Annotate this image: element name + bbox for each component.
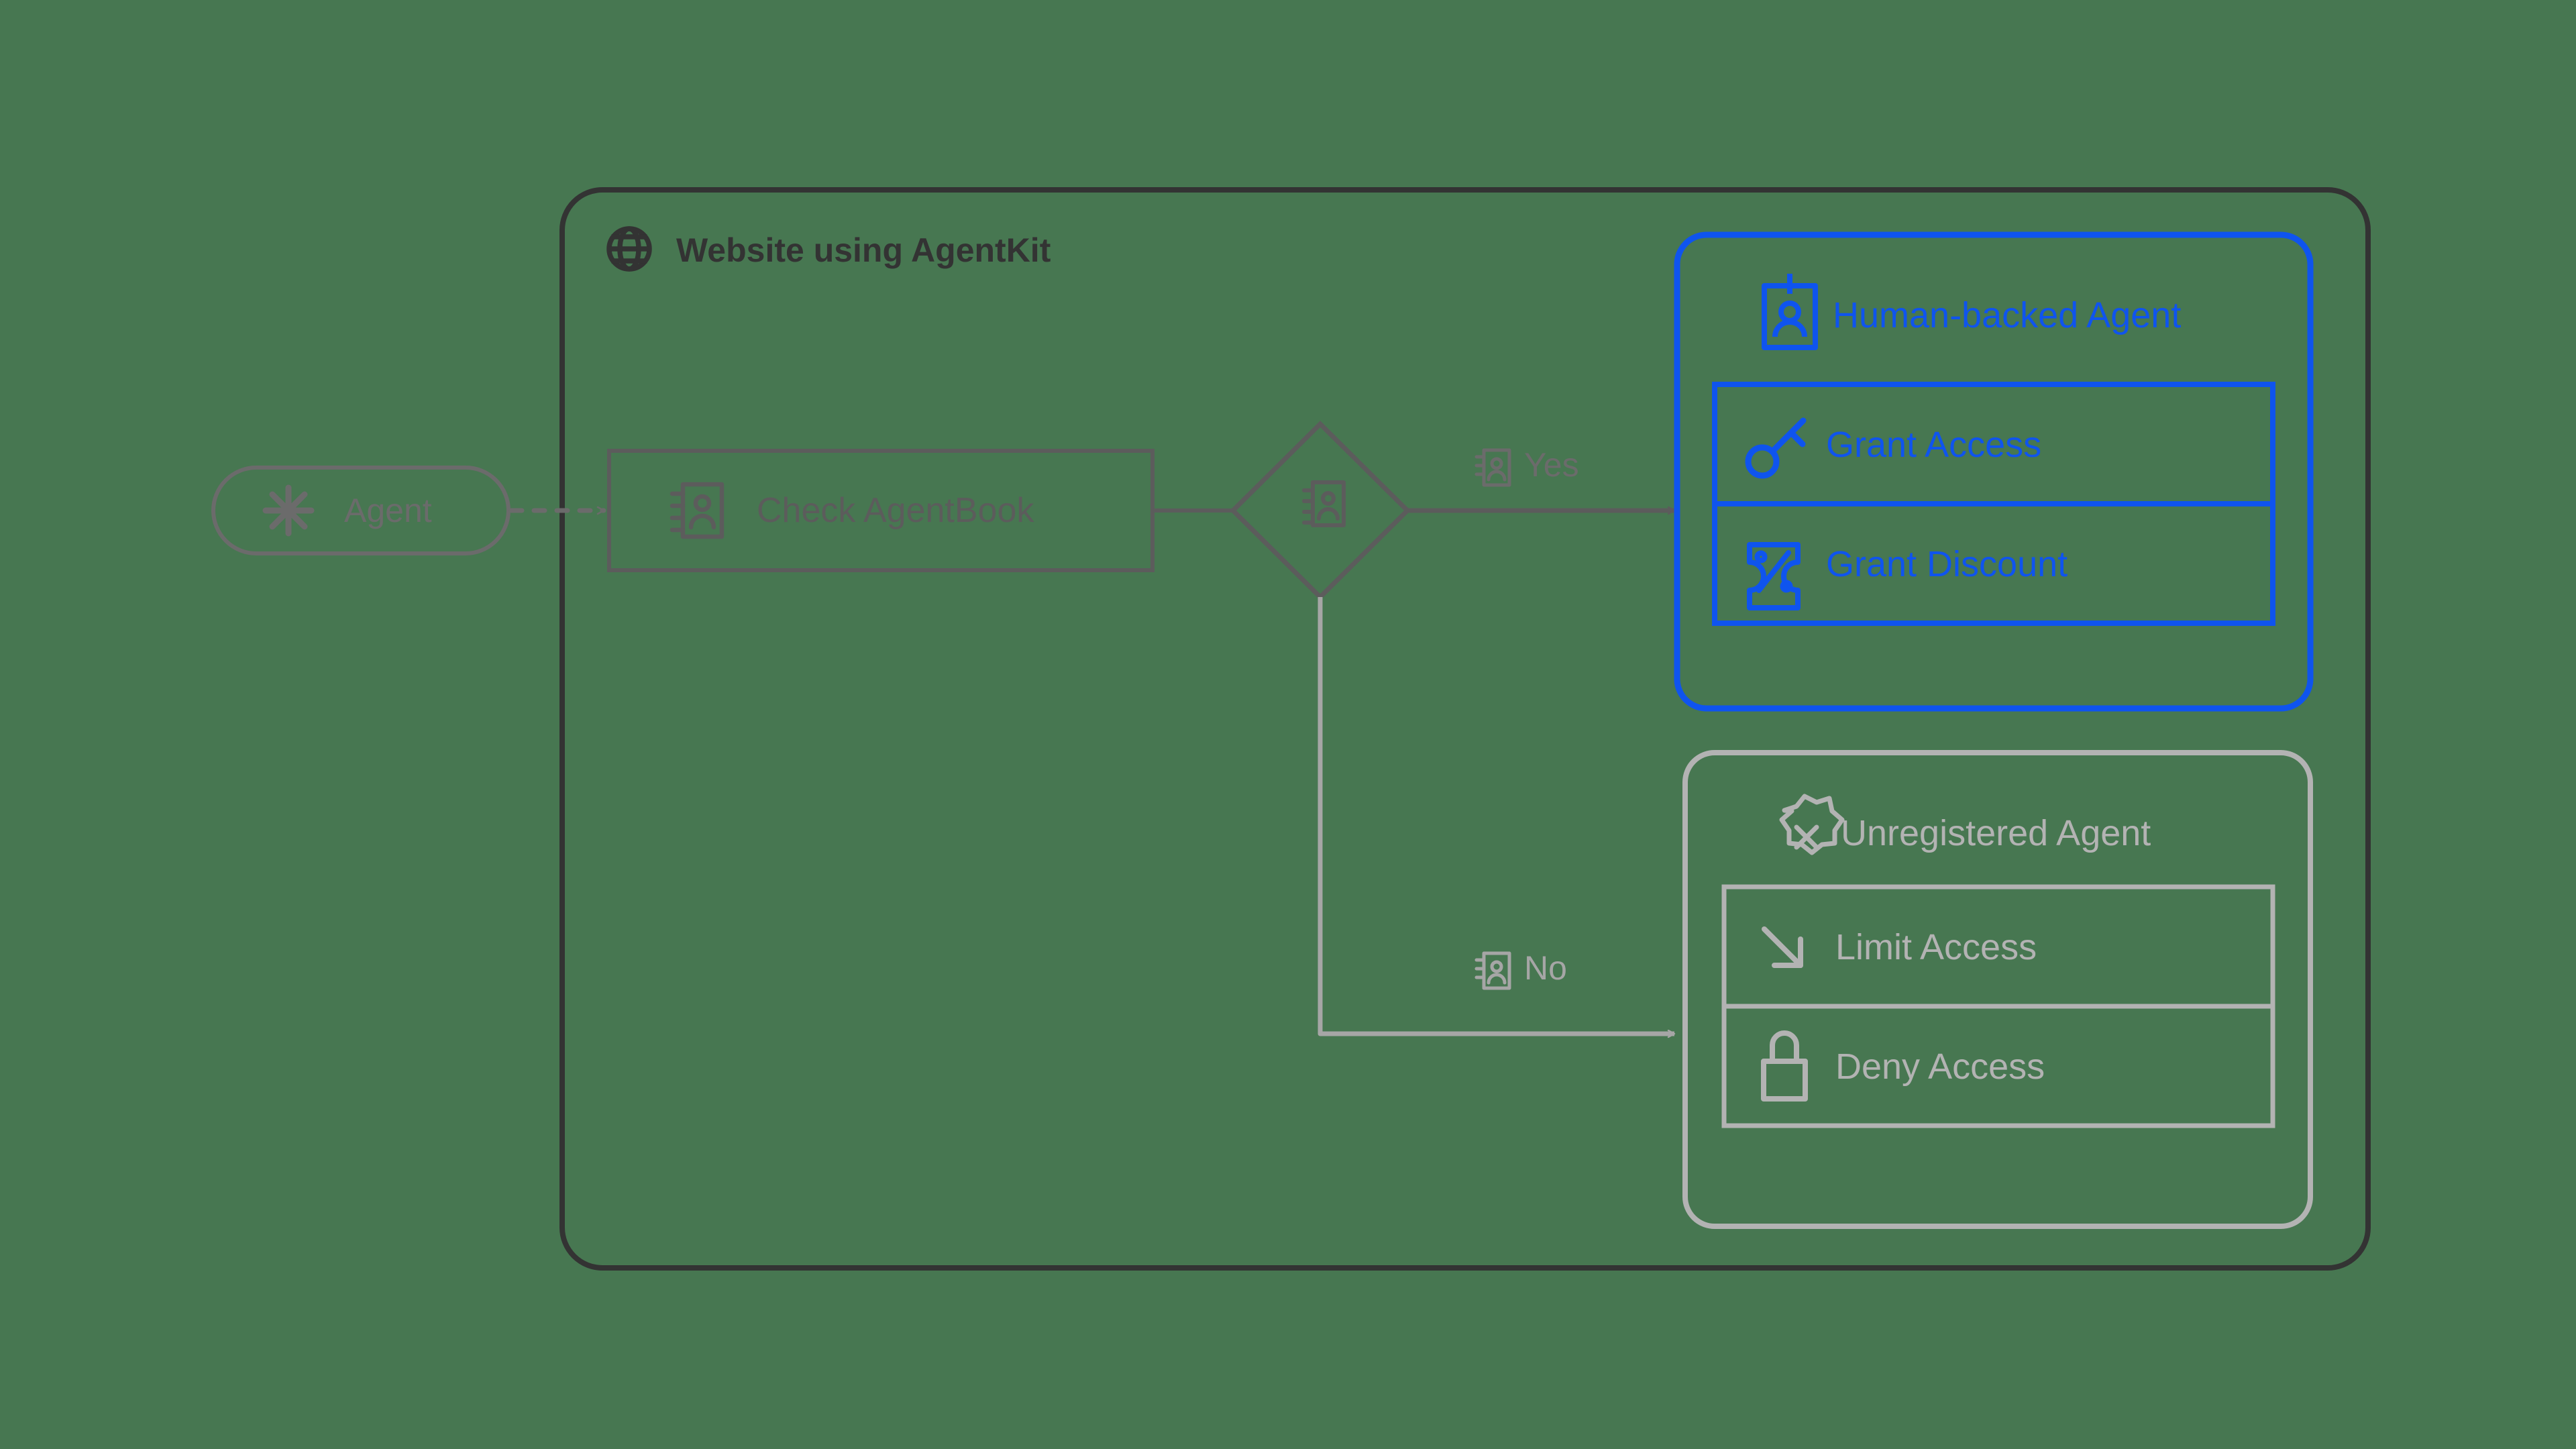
lock-icon xyxy=(1761,1030,1808,1102)
discount-ticket-icon xyxy=(1747,542,1801,610)
contact-book-icon xyxy=(1302,480,1346,527)
action-label-limit-access: Limit Access xyxy=(1835,927,2037,967)
action-grant-discount[interactable] xyxy=(1712,501,2275,626)
website-container-boundary xyxy=(559,187,2371,1271)
key-icon xyxy=(1745,417,1807,479)
edge-label-no: No xyxy=(1524,949,1567,987)
contact-book-icon xyxy=(669,482,724,539)
page-title: Website using AgentKit xyxy=(676,231,1051,269)
group-title-unregistered-agent: Unregistered Agent xyxy=(1841,813,2151,853)
id-badge-icon xyxy=(1762,274,1818,350)
action-label-grant-discount: Grant Discount xyxy=(1826,544,2068,584)
globe-icon xyxy=(606,226,652,272)
contact-book-icon xyxy=(1474,951,1511,990)
action-deny-access[interactable] xyxy=(1721,1004,2275,1128)
edge-label-yes: Yes xyxy=(1524,446,1579,484)
action-label-grant-access: Grant Access xyxy=(1826,425,2042,465)
group-unregistered-agent[interactable] xyxy=(1682,750,2313,1229)
contact-book-icon xyxy=(1474,448,1511,487)
group-human-backed-agent[interactable] xyxy=(1674,231,2314,712)
agent-node-label: Agent xyxy=(344,492,432,529)
arrow-down-right-icon xyxy=(1762,926,1803,968)
action-label-deny-access: Deny Access xyxy=(1835,1046,2045,1087)
seal-x-icon xyxy=(1779,794,1845,855)
agent-node[interactable] xyxy=(211,466,511,555)
edge-no xyxy=(1318,597,1674,1034)
group-title-human-backed-agent: Human-backed Agent xyxy=(1833,295,2182,335)
sparkle-icon xyxy=(262,484,315,537)
check-agentbook-label: Check AgentBook xyxy=(757,491,1034,530)
